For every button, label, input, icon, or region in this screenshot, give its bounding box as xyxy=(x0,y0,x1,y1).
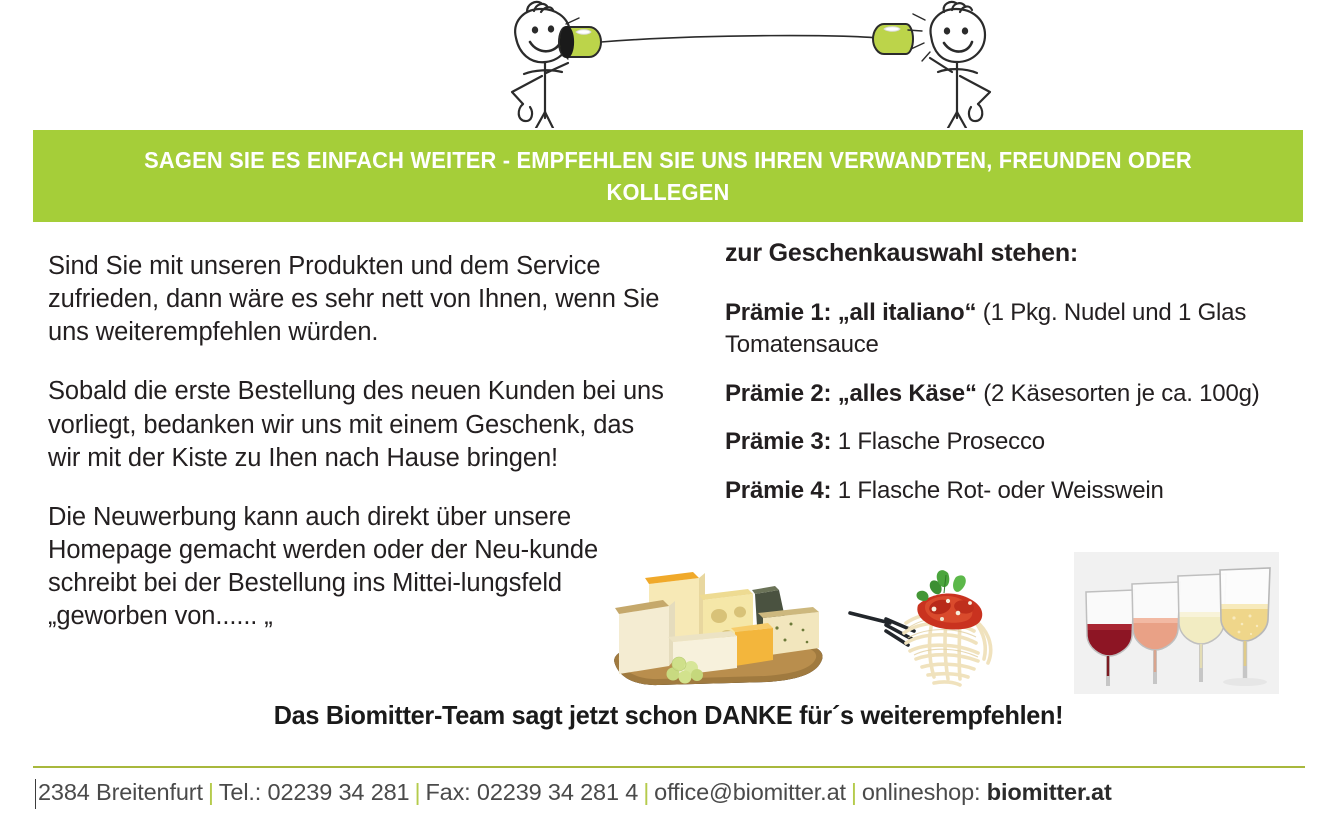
stick-figure-right xyxy=(907,0,992,130)
premie-1-detail: (1 Pkg. Nudel und 1 Glas Tomatensauce xyxy=(725,299,1247,358)
paragraph-2: Sobald die erste Bestellung des neuen Ku… xyxy=(48,377,664,472)
footer-contact-bar: 2384 Breitenfurt|Tel.: 02239 34 281|Fax:… xyxy=(38,779,1318,806)
premie-1-label: Prämie 1: xyxy=(725,299,832,327)
text-cursor xyxy=(35,779,36,809)
footer-fax: Fax: 02239 34 281 4 xyxy=(425,779,639,805)
premie-item-2: Prämie 2: „alles Käse“ (2 Käsesorten je … xyxy=(725,378,1305,410)
tin-can-right xyxy=(872,23,914,55)
premie-1-name: „all italiano“ xyxy=(831,299,977,327)
body-columns: Sind Sie mit unseren Produkten und dem S… xyxy=(0,238,1337,698)
premie-item-4: Prämie 4: 1 Flasche Rot- oder Weisswein xyxy=(725,475,1305,507)
premie-4-label: Prämie 4: xyxy=(725,476,832,504)
footer-address: 2384 Breitenfurt xyxy=(38,779,203,805)
footer-separator-3: | xyxy=(643,779,650,805)
footer-separator-4: | xyxy=(850,779,857,805)
paragraph-3: Die Neuwerbung kann auch direkt über uns… xyxy=(48,502,599,631)
footer-shop-label: onlineshop: xyxy=(861,779,981,805)
header-illustration xyxy=(0,0,1337,130)
footer-email[interactable]: office@biomitter.at xyxy=(654,779,846,805)
paragraph-1: Sind Sie mit unseren Produkten und dem S… xyxy=(48,252,660,347)
premie-2-detail: (2 Käsesorten je ca. 100g) xyxy=(976,379,1260,407)
footer-phone: Tel.: 02239 34 281 xyxy=(218,779,410,805)
closing-thankyou-line: Das Biomitter-Team sagt jetzt schon DANK… xyxy=(273,700,1064,730)
footer-shop-url[interactable]: biomitter.at xyxy=(986,779,1112,805)
premie-3-label: Prämie 3: xyxy=(725,428,832,456)
footer-divider xyxy=(33,766,1305,768)
telephone-string xyxy=(600,34,885,43)
left-text-column: Sind Sie mit unseren Produkten und dem S… xyxy=(48,250,668,633)
premie-item-1: Prämie 1: „all italiano“ (1 Pkg. Nudel u… xyxy=(725,297,1305,360)
premie-2-label: Prämie 2: xyxy=(725,379,832,407)
headline-banner: SAGEN SIE ES EINFACH WEITER - EMPFEHLEN … xyxy=(33,130,1303,222)
gift-selection-heading: zur Geschenkauswahl stehen: xyxy=(725,239,1079,267)
premie-3-detail: 1 Flasche Prosecco xyxy=(831,428,1045,456)
stick-figure-left xyxy=(510,0,584,130)
tin-can-telephone-illustration xyxy=(510,0,992,130)
footer-separator-2: | xyxy=(414,779,421,805)
premie-4-detail: 1 Flasche Rot- oder Weisswein xyxy=(831,476,1164,504)
footer-separator-1: | xyxy=(207,779,214,805)
right-gift-column: zur Geschenkauswahl stehen: Prämie 1: „a… xyxy=(725,238,1305,524)
premie-item-3: Prämie 3: 1 Flasche Prosecco xyxy=(725,426,1305,458)
tin-can-left xyxy=(558,25,602,59)
headline-banner-text: SAGEN SIE ES EINFACH WEITER - EMPFEHLEN … xyxy=(144,146,1192,205)
premie-2-name: „alles Käse“ xyxy=(831,379,977,407)
